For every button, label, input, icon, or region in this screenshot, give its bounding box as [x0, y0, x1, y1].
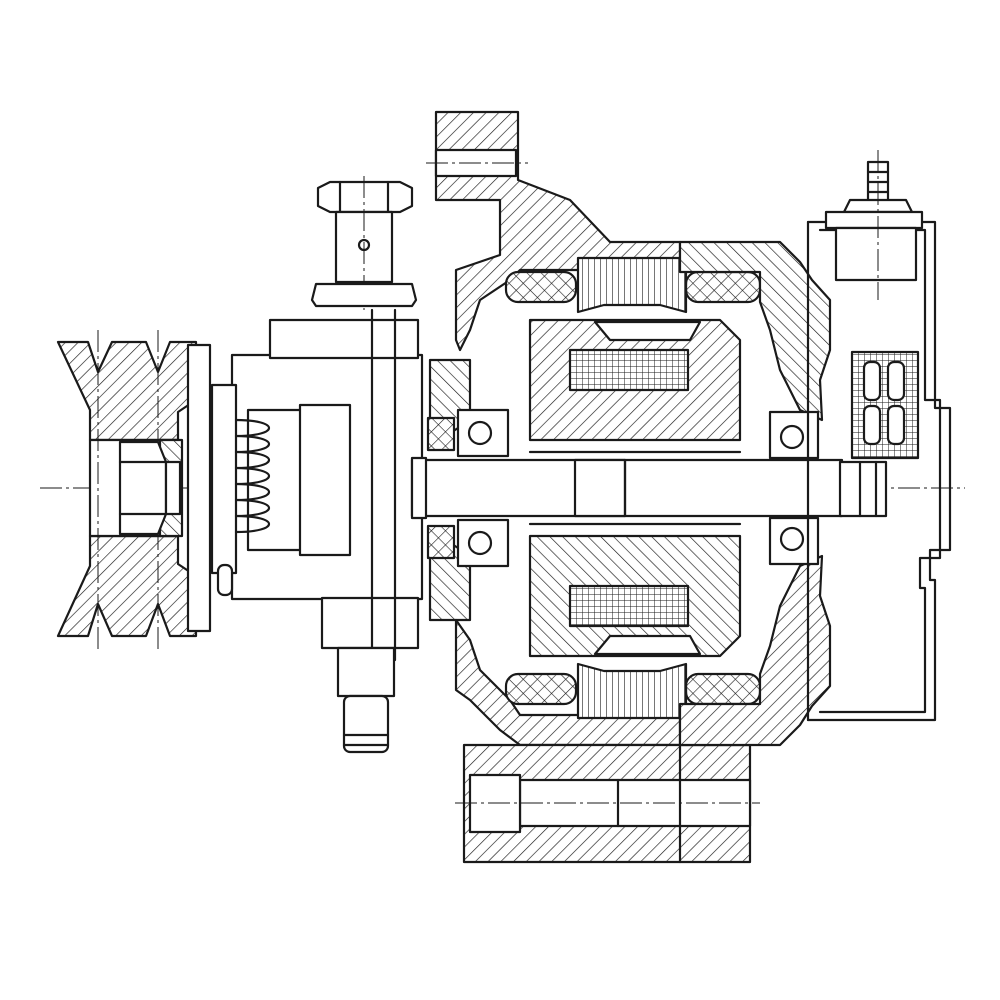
field-coil — [568, 348, 690, 628]
mounting-lug-top — [426, 148, 528, 178]
rear-bearing — [768, 410, 820, 566]
output-terminal — [824, 150, 924, 300]
mounting-lug-bottom — [455, 743, 760, 864]
vacuum-pump — [210, 308, 424, 662]
rear-housing — [678, 240, 832, 747]
v-belt-pulley — [56, 330, 212, 650]
stator-winding — [504, 270, 762, 706]
slip-rings — [838, 460, 888, 518]
pump-inlet-fitting — [310, 176, 418, 310]
brush-holder — [850, 350, 920, 460]
front-bearing — [426, 408, 510, 568]
pump-outlet-nipple — [336, 646, 396, 754]
rear-cover — [806, 220, 952, 722]
pulley-nut — [118, 440, 182, 536]
shaft — [410, 450, 844, 526]
